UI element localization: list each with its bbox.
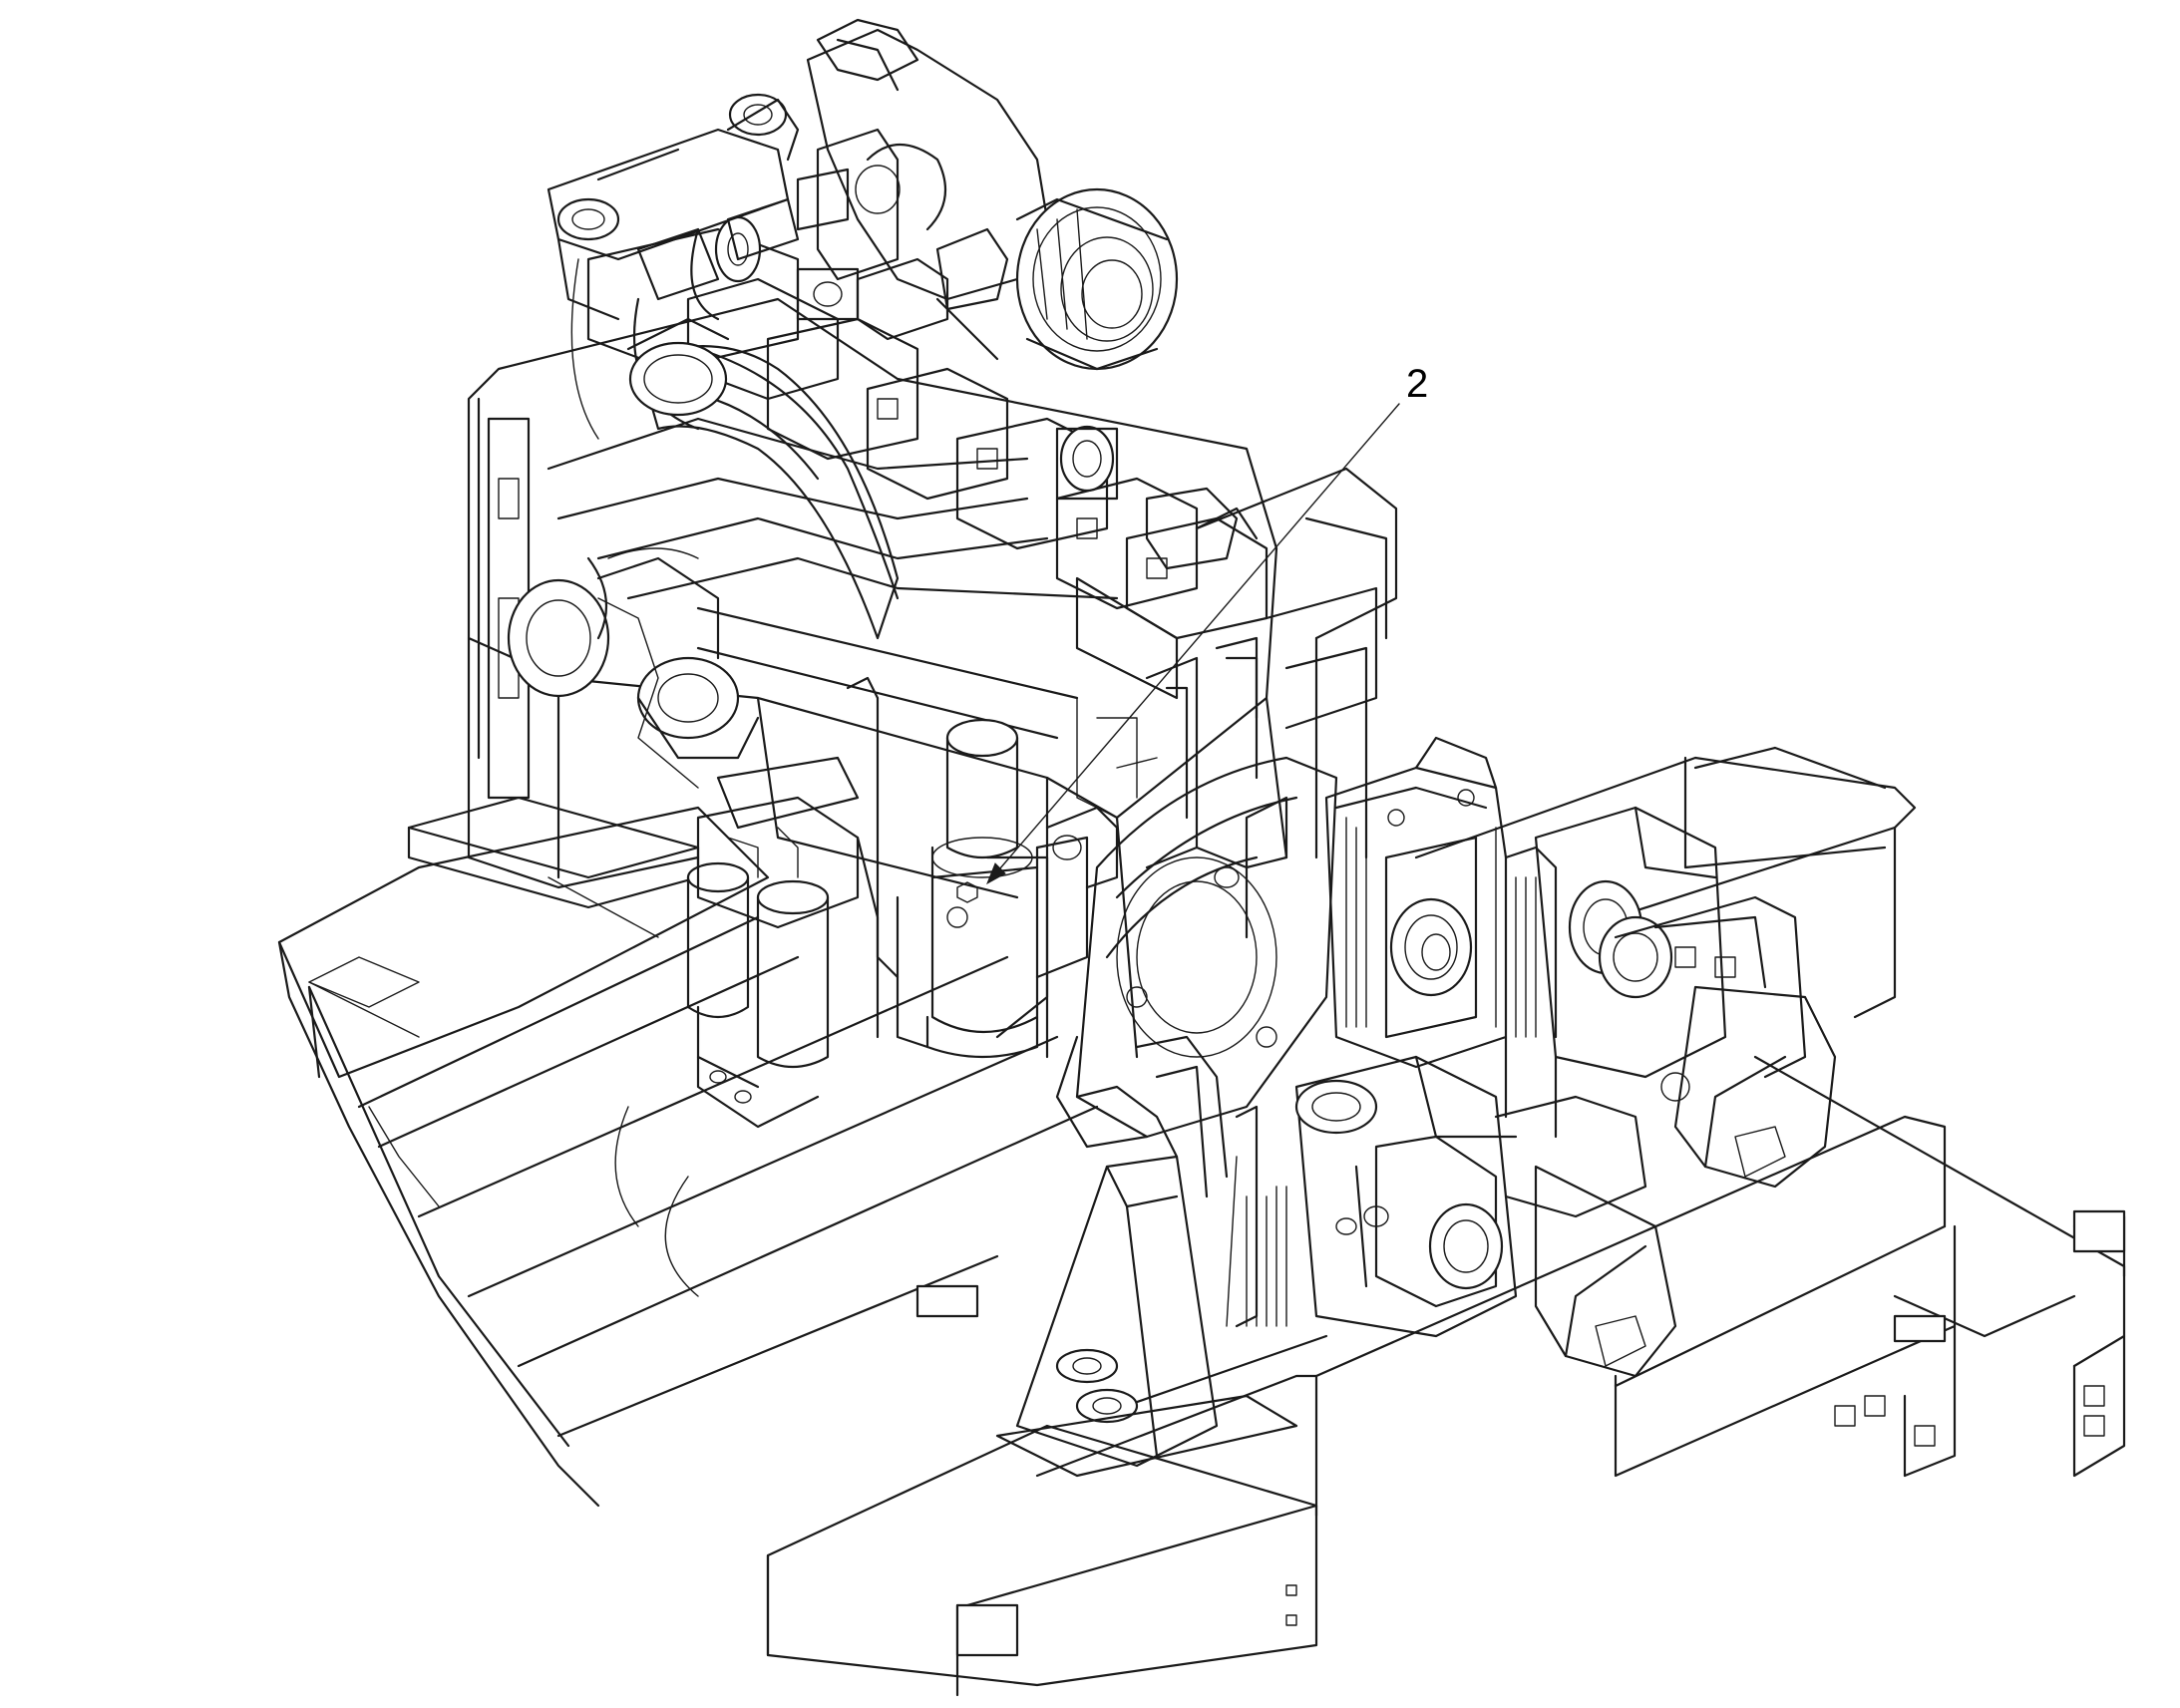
pump-drive-gearbox xyxy=(1324,736,1558,1069)
hydraulic-pump-lower xyxy=(1246,1055,1677,1378)
mounting-pedestal xyxy=(995,1035,1298,1478)
turbocharger xyxy=(806,18,1179,371)
callout-2: 2 xyxy=(986,362,1428,885)
callout-2-label: 2 xyxy=(1406,362,1428,406)
engine-block xyxy=(407,297,1398,1059)
flywheel-housing xyxy=(1055,756,1338,1149)
hydraulic-pump-upper xyxy=(1504,806,1837,1189)
intake-elbow xyxy=(626,317,900,640)
front-accessories xyxy=(507,547,760,789)
right-rail xyxy=(1414,746,2126,1478)
lower-rails xyxy=(766,1115,1957,1697)
fuel-filters xyxy=(686,756,929,1129)
valve-covers xyxy=(586,215,1269,700)
intake-manifold xyxy=(546,93,900,440)
oil-filter-canister xyxy=(846,676,1119,1059)
frame-base xyxy=(277,806,1099,1508)
